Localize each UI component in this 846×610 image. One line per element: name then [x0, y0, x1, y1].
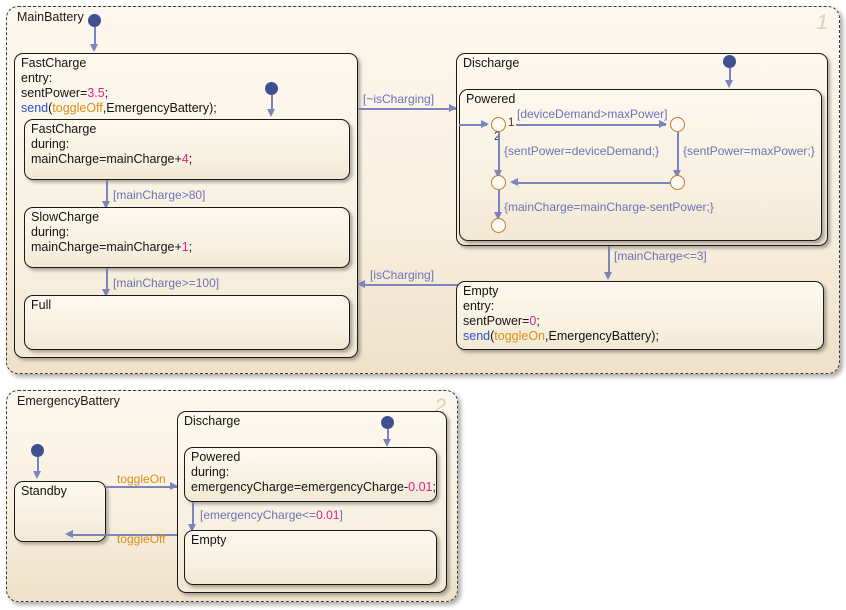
default-transition-stem-powered-emergency	[387, 429, 389, 442]
transition-arrow-slowcharge-to-full	[102, 289, 110, 297]
junction-a[interactable]	[491, 117, 506, 132]
default-transition-marker-powered-emergency	[381, 416, 394, 429]
transition-label-to-slowcharge: [mainCharge>80]	[113, 188, 206, 202]
default-transition-marker-fastcharge	[88, 14, 101, 27]
state-label-powered-emergency: Powered during: emergencyCharge=emergenc…	[191, 450, 436, 494]
transition-arrow-fastcharge-to-slowcharge	[102, 201, 110, 209]
state-label-full: Full	[31, 298, 52, 312]
state-label-slowcharge: SlowCharge during: mainCharge=mainCharge…	[31, 210, 193, 254]
default-transition-arrow-powered-emergency	[383, 439, 391, 447]
transition-junction-b-to-d[interactable]	[677, 132, 679, 173]
default-transition-stem-powered	[729, 68, 731, 83]
transition-arrow-discharge-to-empty	[604, 272, 612, 280]
transition-label-emergency-empty: [emergencyCharge<=0.01]	[200, 508, 343, 522]
state-label-fastcharge-outer: FastCharge entry: sentPower=3.5; send(to…	[21, 56, 217, 115]
default-transition-arrow-fastcharge-inner	[267, 109, 275, 117]
transition-fastcharge-to-slowcharge[interactable]	[106, 180, 108, 204]
chart-title-mainbattery: MainBattery	[17, 10, 84, 24]
transition-arrow-junction-a-to-b	[659, 120, 667, 128]
transition-junction-a-to-c[interactable]	[498, 132, 500, 173]
transition-label-set-sentpower-max: {sentPower=maxPower;}	[683, 144, 815, 158]
transition-discharge-to-empty[interactable]	[608, 246, 610, 275]
transition-to-fastcharge[interactable]	[360, 284, 458, 286]
state-label-powered-main: Powered	[466, 92, 516, 106]
transition-junction-d-to-c[interactable]	[513, 182, 671, 184]
transition-discharge-to-standby[interactable]	[68, 534, 178, 536]
junction-order-1: 1	[508, 117, 515, 129]
transition-arrow-standby-to-discharge	[170, 482, 178, 490]
state-standby[interactable]: Standby	[14, 481, 106, 542]
transition-label-toggleoff: toggleOff	[117, 532, 166, 546]
default-transition-marker-powered	[723, 55, 736, 68]
chart-title-emergencybattery: EmergencyBattery	[17, 394, 120, 408]
transition-arrow-junction-b-to-d	[673, 170, 681, 178]
transition-label-update-maincharge: {mainCharge=mainCharge-sentPower;}	[504, 200, 714, 214]
transition-arrow-powered-to-empty-emergency	[188, 524, 196, 532]
transition-label-device-demand: [deviceDemand>maxPower]	[517, 107, 668, 121]
transition-arrow-to-fastcharge	[357, 280, 365, 288]
junction-b[interactable]	[670, 117, 685, 132]
state-label-standby: Standby	[21, 484, 67, 498]
transition-arrow-junction-c-to-e	[494, 212, 502, 220]
state-powered-main[interactable]: Powered	[459, 89, 822, 241]
default-transition-arrow-powered	[725, 80, 733, 88]
state-fastcharge-inner[interactable]: FastCharge during: mainCharge=mainCharge…	[24, 119, 350, 180]
state-label-empty-main: Empty entry: sentPower=0; send(toggleOn,…	[463, 284, 659, 343]
state-label-discharge-emergency: Discharge	[184, 414, 241, 428]
junction-d[interactable]	[670, 175, 685, 190]
transition-label-to-discharge: [~isCharging]	[363, 92, 435, 106]
transition-powered-to-empty-emergency[interactable]	[192, 502, 194, 528]
transition-arrow-to-discharge	[449, 104, 457, 112]
transition-label-to-fastcharge: [isCharging]	[370, 268, 435, 282]
state-label-discharge-main: Discharge	[463, 56, 520, 70]
transition-to-discharge[interactable]	[358, 108, 456, 110]
junction-c[interactable]	[491, 175, 506, 190]
state-powered-emergency[interactable]: Powered during: emergencyCharge=emergenc…	[184, 447, 437, 502]
default-transition-stem-fastcharge	[94, 27, 96, 47]
state-label-fastcharge-inner: FastCharge during: mainCharge=mainCharge…	[31, 122, 193, 166]
transition-arrow-discharge-to-standby	[65, 530, 73, 538]
chart-badge-mainbattery: 1	[816, 11, 828, 34]
transition-arrow-junction-a-to-c	[494, 170, 502, 178]
default-transition-marker-standby	[31, 444, 44, 457]
default-transition-marker-fastcharge-inner	[265, 82, 278, 95]
state-slowcharge[interactable]: SlowCharge during: mainCharge=mainCharge…	[24, 207, 350, 268]
transition-standby-to-discharge[interactable]	[106, 486, 177, 488]
default-transition-stem-standby	[37, 457, 39, 474]
transition-arrow-entry-junction-a	[481, 120, 489, 128]
chart-badge-emergencybattery: 2	[434, 395, 446, 418]
state-full[interactable]: Full	[24, 295, 350, 350]
transition-label-to-full: [mainCharge>=100]	[113, 276, 220, 290]
transition-label-set-sentpower-demand: {sentPower=deviceDemand;}	[504, 144, 660, 158]
state-label-empty-emergency: Empty	[191, 533, 227, 547]
transition-label-toggleon: toggleOn	[117, 472, 166, 486]
transition-arrow-junction-d-to-c	[510, 178, 518, 186]
default-transition-stem-fastcharge-inner	[271, 95, 273, 112]
junction-e[interactable]	[491, 218, 506, 233]
default-transition-arrow-standby	[33, 471, 41, 479]
state-empty-main[interactable]: Empty entry: sentPower=0; send(toggleOn,…	[456, 281, 824, 350]
junction-order-2: 2	[494, 131, 500, 143]
transition-junction-c-to-e[interactable]	[498, 190, 500, 215]
transition-junction-a-to-b[interactable]	[516, 124, 666, 126]
default-transition-arrow-fastcharge	[90, 44, 98, 52]
transition-label-main-empty: [mainCharge<=3]	[614, 249, 707, 263]
transition-entry-to-junction-a[interactable]	[459, 124, 487, 126]
state-empty-emergency[interactable]: Empty	[184, 530, 437, 585]
transition-slowcharge-to-full[interactable]	[106, 268, 108, 292]
